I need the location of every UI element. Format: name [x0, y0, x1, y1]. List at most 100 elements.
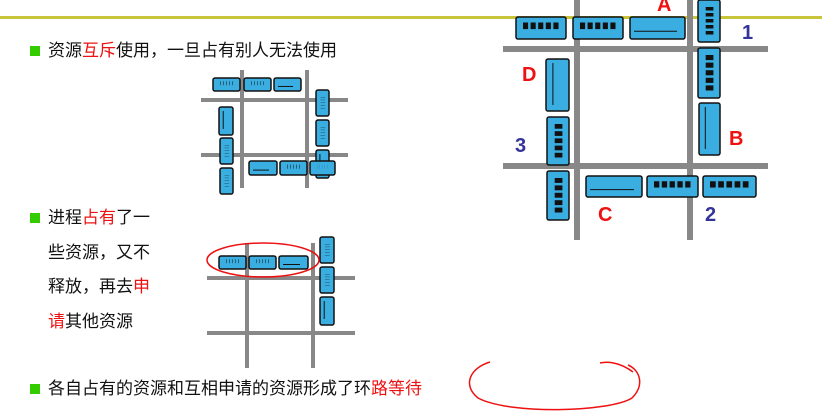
train-label-c: C [598, 204, 613, 226]
train-window [602, 22, 608, 30]
text: 释放，再去 [48, 277, 133, 297]
train-window [587, 22, 593, 30]
text: 进程 [48, 208, 82, 228]
train-engine [629, 16, 686, 40]
train-engine [545, 58, 570, 112]
intersection-label-2: 2 [705, 204, 717, 226]
highlight-text: 申 [133, 277, 150, 297]
handdrawn-circle-annotation [468, 361, 641, 411]
train-window [265, 259, 266, 264]
train-window [554, 138, 563, 144]
train-window [235, 259, 236, 264]
bullet-circular-wait: 各自占有的资源和互相申请的资源形成了环路等待 [48, 379, 422, 399]
highlight-text: 互斥 [82, 41, 116, 61]
train-window [595, 22, 601, 30]
train-car [319, 236, 335, 264]
train-window [554, 152, 563, 158]
bullet-hold-wait-line1: 进程占有了一 [48, 208, 150, 228]
train-car [315, 119, 330, 147]
train-window [554, 145, 563, 151]
text: 其他资源 [65, 312, 133, 332]
train-window [705, 62, 714, 68]
train-window [705, 77, 714, 83]
train-window [554, 185, 563, 191]
bullet-icon [30, 213, 40, 223]
train-engine [319, 296, 335, 326]
bullet-hold-wait-line4: 请其他资源 [48, 312, 133, 332]
train-window [545, 22, 551, 30]
train-window [661, 181, 668, 188]
train-window [263, 81, 264, 86]
bullet-mutual-exclusion: 资源互斥使用，一旦占有别人无法使用 [48, 41, 337, 61]
text: 了一 [116, 208, 150, 228]
train-window [287, 164, 288, 169]
train-window [254, 81, 255, 86]
train-window [256, 259, 257, 264]
bullet-hold-wait-line3: 释放，再去申 [48, 277, 150, 297]
train-engine [273, 77, 302, 92]
train-car [219, 167, 234, 195]
train-label-a: A [657, 0, 672, 16]
train-window [554, 192, 563, 198]
train-engine [218, 106, 234, 136]
train-window [223, 81, 224, 86]
train-window [685, 181, 691, 188]
intersection-label-1: 1 [742, 22, 754, 44]
train-window [705, 25, 714, 29]
train-window [293, 164, 294, 169]
train-window [726, 181, 733, 188]
train-window [538, 22, 544, 30]
highlight-text: 占有 [82, 208, 116, 228]
bullet-hold-wait-line2: 些资源，又不 [48, 243, 150, 263]
bullet-icon [30, 384, 40, 394]
train-window [530, 22, 536, 30]
train-window [251, 81, 252, 86]
train-window [553, 22, 559, 30]
train-car [319, 266, 335, 294]
train-window [705, 55, 714, 61]
train-window [226, 81, 227, 86]
train-window [669, 181, 675, 188]
header-rule [0, 16, 822, 19]
train-engine [585, 175, 643, 198]
train-window [554, 178, 563, 183]
train-window [705, 85, 714, 91]
highlight-text: 路等待 [371, 379, 422, 399]
train-window [296, 164, 297, 169]
train-label-b: B [729, 128, 744, 150]
text: 各自占有的资源和互相申请的资源形成了环 [48, 379, 371, 399]
train-engine [698, 102, 721, 156]
train-window [734, 181, 741, 188]
train-window [220, 81, 221, 86]
train-window [554, 200, 563, 206]
train-window [226, 259, 227, 264]
train-window [677, 181, 683, 188]
highlight-ellipse [206, 242, 320, 278]
train-window [742, 181, 749, 188]
train-window [554, 131, 563, 136]
text: 资源 [48, 41, 82, 61]
train-window [299, 164, 300, 169]
train-window [229, 81, 230, 86]
train-engine [278, 255, 309, 270]
train-label-d: D [522, 64, 537, 86]
train-window [232, 259, 233, 264]
text: 些资源，又不 [48, 243, 150, 263]
train-car [219, 137, 234, 165]
bullet-icon [30, 46, 40, 56]
train-window [290, 164, 291, 169]
highlight-text: 请 [48, 312, 65, 332]
train-window [705, 7, 714, 11]
train-window [718, 181, 724, 188]
train-window [705, 31, 714, 35]
train-window [710, 181, 716, 188]
train-window [262, 259, 263, 264]
train-window [232, 81, 233, 86]
train-window [268, 259, 269, 264]
train-window [229, 259, 230, 264]
intersection-label-3: 3 [515, 135, 527, 157]
train-window [554, 207, 563, 213]
train-car [315, 89, 330, 117]
